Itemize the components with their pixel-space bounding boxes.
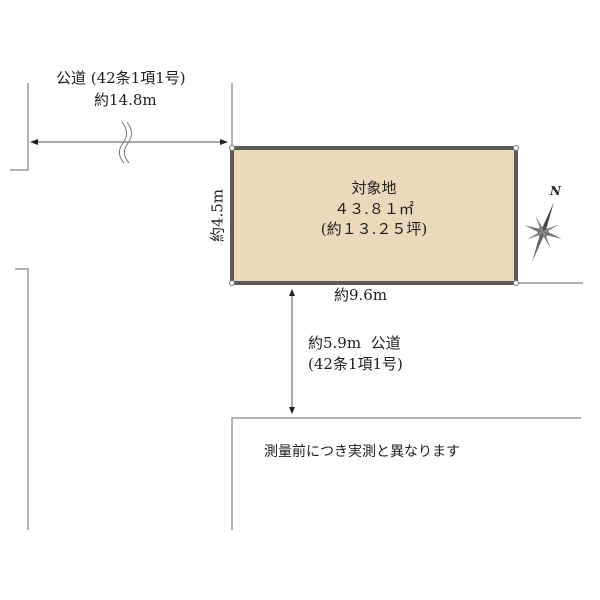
target-plot xyxy=(230,146,518,285)
compass-rose-icon xyxy=(524,201,562,263)
south-road-dimension-arrow xyxy=(289,289,295,414)
lower-left-boundary xyxy=(15,268,29,530)
survey-note: 測量前につき実測と異なります xyxy=(264,444,460,460)
south-road-width-name: 約5.9m 公道 xyxy=(308,334,401,352)
top-road-name: 公道 (42条1項1号) xyxy=(56,69,186,87)
plot-label-group: 対象地 ４３.８１㎡ (約１３.２５坪) xyxy=(232,178,516,239)
upper-left-road-boundary xyxy=(10,83,29,171)
plot-title: 対象地 xyxy=(351,179,397,197)
plot-corner-markers xyxy=(229,145,519,286)
south-road-classification: (42条1項1号) xyxy=(308,355,403,373)
north-label: N xyxy=(550,184,561,198)
break-symbol-icon xyxy=(118,121,133,164)
south-block-boundary xyxy=(231,417,581,530)
plot-area-tsubo: (約１３.２５坪) xyxy=(320,220,428,238)
top-road-width: 約14.8m xyxy=(94,91,157,109)
plot-depth-label: 約4.5m xyxy=(208,188,227,243)
plot-area-sqm: ４３.８１㎡ xyxy=(334,200,414,218)
plot-frontage-label: 約9.6m xyxy=(334,286,388,304)
